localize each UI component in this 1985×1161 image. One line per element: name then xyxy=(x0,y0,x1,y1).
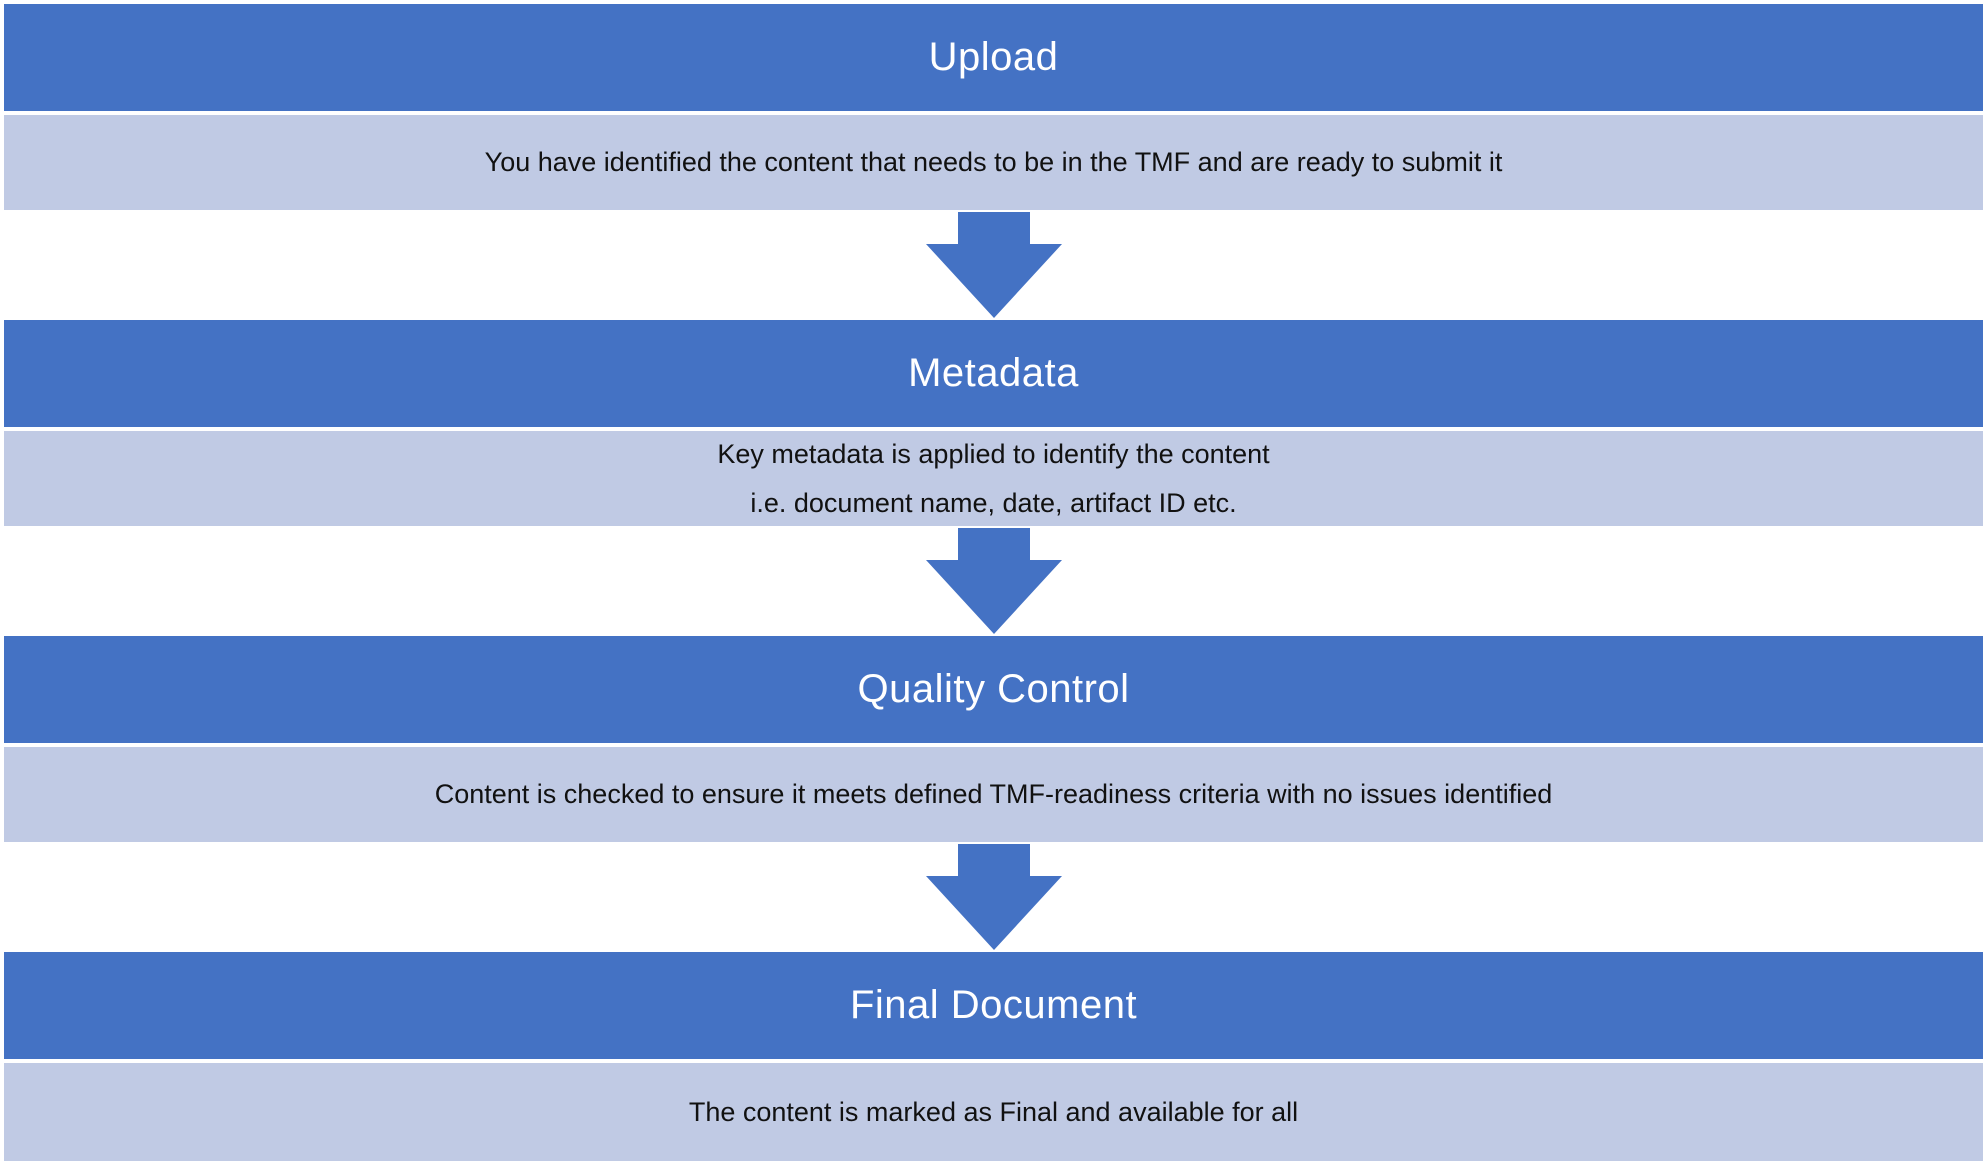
stage-header: Upload xyxy=(4,4,1983,111)
stage-description-line: The content is marked as Final and avail… xyxy=(688,1096,1299,1127)
stage-description: Content is checked to ensure it meets de… xyxy=(4,747,1983,842)
stage-description-line: i.e. document name, date, artifact ID et… xyxy=(750,487,1237,518)
stage-description-line: Key metadata is applied to identify the … xyxy=(717,438,1270,469)
down-arrow-icon xyxy=(926,528,1062,634)
stage-description: You have identified the content that nee… xyxy=(4,115,1983,210)
stage-description-line: Content is checked to ensure it meets de… xyxy=(434,779,1553,809)
stage-header: Final Document xyxy=(4,952,1983,1059)
stage-description: The content is marked as Final and avail… xyxy=(4,1063,1983,1161)
stage-description-line: You have identified the content that nee… xyxy=(484,147,1503,177)
stage-header: Metadata xyxy=(4,320,1983,427)
down-arrow-icon xyxy=(926,844,1062,950)
stage-description: Key metadata is applied to identify the … xyxy=(4,431,1983,526)
down-arrow-icon xyxy=(926,212,1062,318)
stage-header: Quality Control xyxy=(4,636,1983,743)
